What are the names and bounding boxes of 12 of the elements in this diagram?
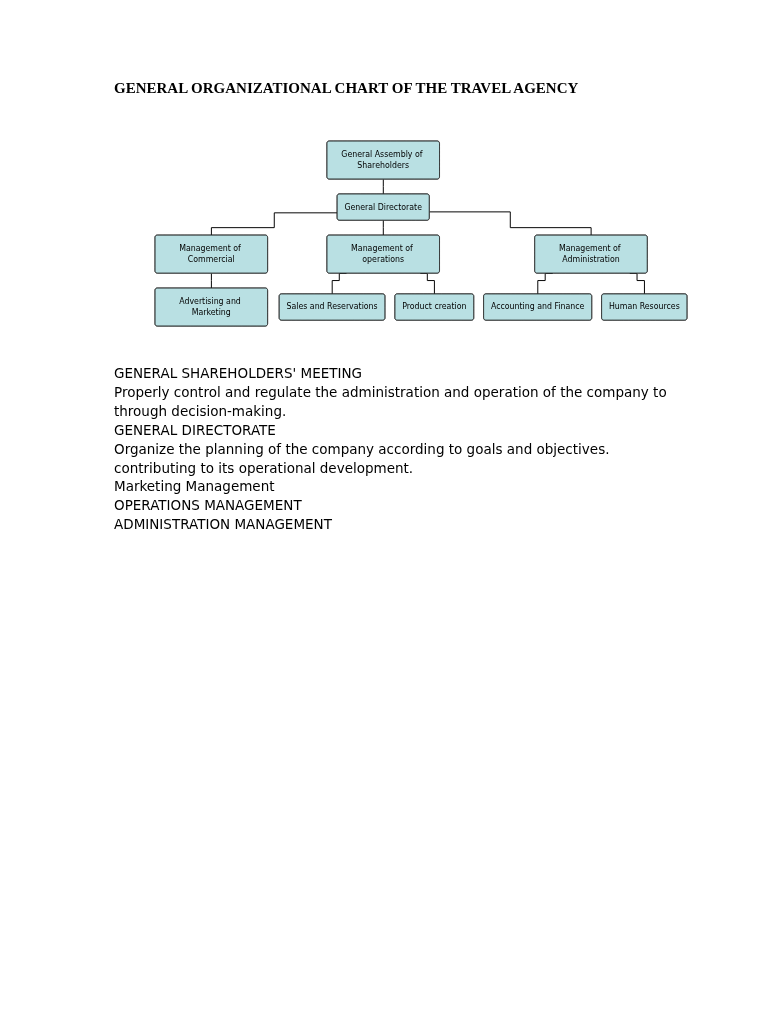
title: GENERAL ORGANIZATIONAL CHART OF THE TRAVEL AGENCY — [114, 80, 580, 97]
description-text: ADMINISTRATION MANAGEMENT — [114, 515, 333, 535]
description-text: Organize the planning of the company according to goals and objectives. — [114, 439, 611, 459]
description-text: Properly control and regulate the administration and operation of the company to — [114, 382, 668, 402]
description-text: Marketing Management — [114, 477, 276, 497]
description-text: through decision-making. — [114, 401, 288, 421]
description-text: GENERAL SHAREHOLDERS' MEETING — [114, 364, 364, 383]
connector — [429, 211, 592, 236]
description-text: OPERATIONS MANAGEMENT — [114, 496, 303, 516]
description-text: GENERAL DIRECTORATE — [114, 420, 277, 440]
description-text: contributing to its operational development. — [114, 458, 415, 478]
connector — [210, 212, 338, 236]
